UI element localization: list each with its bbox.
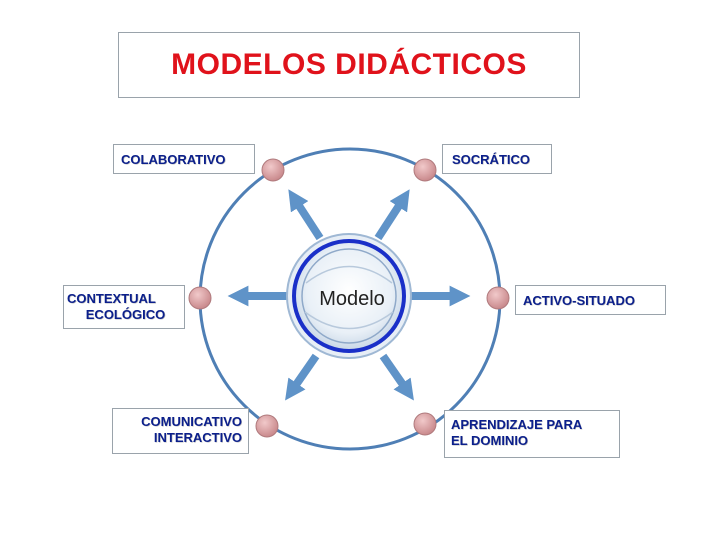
label-activo-text: ACTIVO-SITUADO [523,293,635,308]
label-activo: ACTIVO-SITUADO [515,285,666,315]
arrow-colaborativo [288,189,324,241]
arrow-aprendizaje [379,353,414,401]
center-label: Modelo [319,288,385,310]
ring-nodes [188,158,510,438]
label-aprendizaje-line2: EL DOMINIO [451,433,529,448]
label-comunicativo: COMUNICATIVO INTERACTIVO [112,408,249,454]
page-title: MODELOS DIDÁCTICOS [171,48,527,81]
label-contextual-line2: ECOLÓGICO [85,307,166,322]
node-activo [486,286,510,310]
node-contextual [188,286,212,310]
label-aprendizaje: APRENDIZAJE PARA EL DOMINIO [444,410,620,458]
label-colaborativo-text: COLABORATIVO [121,152,226,167]
label-aprendizaje-line1: APRENDIZAJE PARA [451,417,583,432]
node-socratico [413,158,437,182]
label-colaborativo: COLABORATIVO [113,144,255,174]
label-comunicativo-line2: INTERACTIVO [153,430,242,445]
node-comunicativo [255,414,279,438]
arrows [227,189,471,401]
label-comunicativo-line1: COMUNICATIVO [141,414,242,429]
arrow-comunicativo [285,353,320,401]
title-box: MODELOS DIDÁCTICOS [118,32,580,98]
label-contextual: CONTEXTUAL ECOLÓGICO [63,285,185,329]
node-aprendizaje [413,412,437,436]
label-socratico: SOCRÁTICO [442,144,552,174]
arrow-socratico [374,189,410,241]
label-contextual-line1: CONTEXTUAL [67,291,156,306]
center-hub [286,233,412,359]
node-colaborativo [261,158,285,182]
label-socratico-text: SOCRÁTICO [452,152,530,167]
